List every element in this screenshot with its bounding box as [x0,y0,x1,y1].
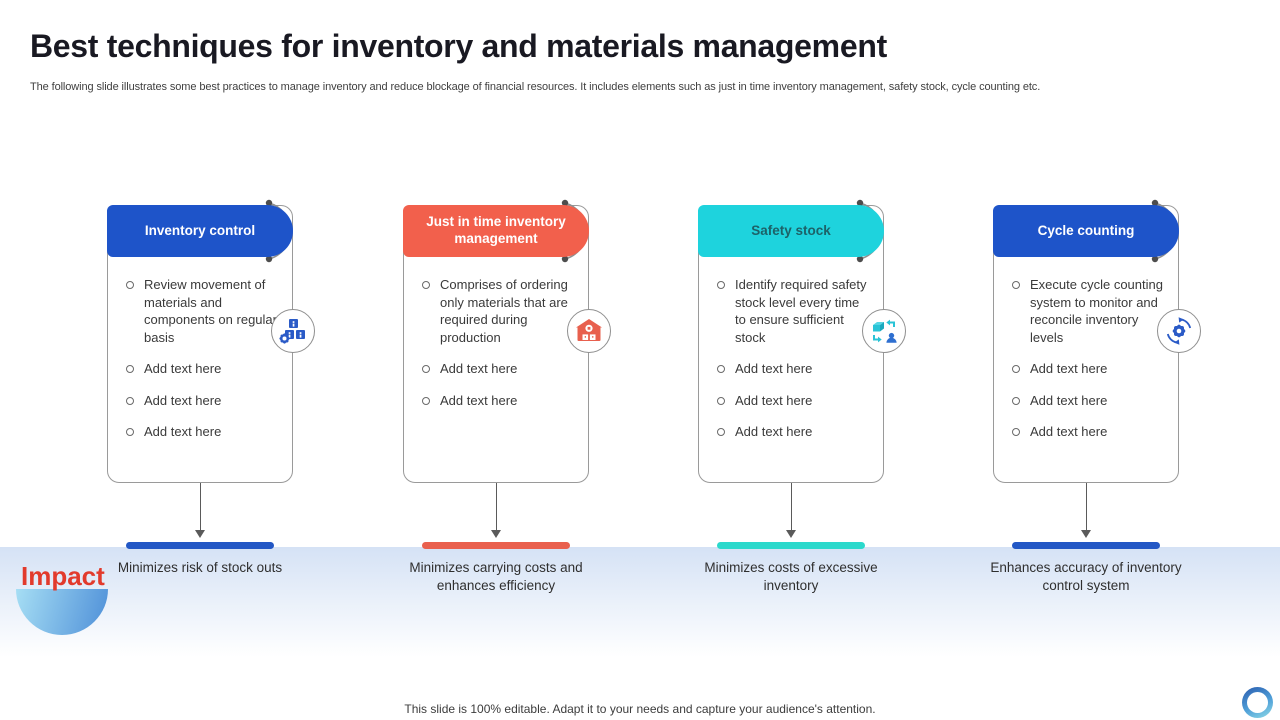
impact-text: Minimizes carrying costs and enhances ef… [409,560,583,594]
column-icon-circle [271,309,315,353]
column-icon-circle [567,309,611,353]
column-just-in-time: Just in time inventory management Compri… [403,0,611,720]
supply-cycle-person-icon [873,319,897,343]
bullet-marker [717,281,725,289]
bullet-marker [126,396,134,405]
arrow-down-icon [195,530,205,538]
impact-bar [422,542,570,549]
bullet-marker [1012,365,1020,373]
connector-line [495,483,497,530]
column-cycle-counting: Cycle counting Execute cycle counting sy… [990,0,1201,720]
list-item: Add text here [1012,360,1172,378]
bullet-marker [1012,281,1020,289]
list-item: Review movement of materials and compone… [126,276,286,346]
impact-text: Minimizes costs of excessive inventory [704,560,878,594]
impact-label: Impact [21,561,105,591]
bullet-marker [422,281,430,289]
impact-bar [126,542,274,549]
bullet-marker [422,396,430,405]
list-item: Add text here [717,360,877,378]
column-header: Cycle counting [993,205,1179,257]
bullet-marker [1012,428,1020,436]
impact-background-band [0,547,1280,657]
list-item: Add text here [126,360,286,378]
list-item: Add text here [1012,392,1172,410]
bullet-marker [126,365,134,373]
list-item: Add text here [1012,423,1172,441]
arrow-down-icon [1081,530,1091,538]
bullet-marker [717,365,725,373]
column-safety-stock: Safety stock Identify required safety st… [698,0,906,720]
bullet-marker [126,428,134,436]
list-item: Identify required safety stock level eve… [717,276,877,346]
connector-line [1085,483,1087,530]
list-item: Execute cycle counting system to monitor… [1012,276,1172,346]
footer-note: This slide is 100% editable. Adapt it to… [404,702,876,716]
inventory-boxes-gear-icon [279,319,305,344]
page-subtitle: The following slide illustrates some bes… [30,81,1041,93]
bullet-list: Execute cycle counting system to monitor… [1012,276,1172,455]
connector-line [199,483,201,530]
bullet-marker [1012,396,1020,405]
arrow-down-icon [491,530,501,538]
list-item: Add text here [126,423,286,441]
bullet-marker [422,365,430,373]
impact-text: Minimizes risk of stock outs [117,560,283,575]
list-item: Add text here [126,392,286,410]
list-item: Add text here [717,423,877,441]
list-item: Add text here [422,360,582,378]
column-icon-circle [862,309,906,353]
bullet-marker [717,428,725,436]
bullet-list: Comprises of ordering only materials tha… [422,276,582,423]
list-item: Add text here [422,392,582,410]
impact-text: Enhances accuracy of inventory control s… [990,560,1182,594]
impact-bar [1012,542,1160,549]
column-inventory-control: Inventory control [107,0,315,720]
warehouse-icon [576,319,602,341]
bullet-marker [717,396,725,405]
column-header: Safety stock [698,205,884,257]
connector-line [790,483,792,530]
column-header: Just in time inventory management [403,205,589,257]
list-item: Comprises of ordering only materials tha… [422,276,582,346]
bullet-list: Identify required safety stock level eve… [717,276,877,455]
column-icon-circle [1157,309,1201,353]
corner-ring-decoration [1242,687,1273,718]
column-header: Inventory control [107,205,293,257]
impact-bar [717,542,865,549]
bullet-list: Review movement of materials and compone… [126,276,286,455]
page-title: Best techniques for inventory and materi… [30,28,887,64]
list-item: Add text here [717,392,877,410]
bullet-marker [126,281,134,289]
arrow-down-icon [786,530,796,538]
gear-sync-arrows-icon [1166,317,1192,345]
